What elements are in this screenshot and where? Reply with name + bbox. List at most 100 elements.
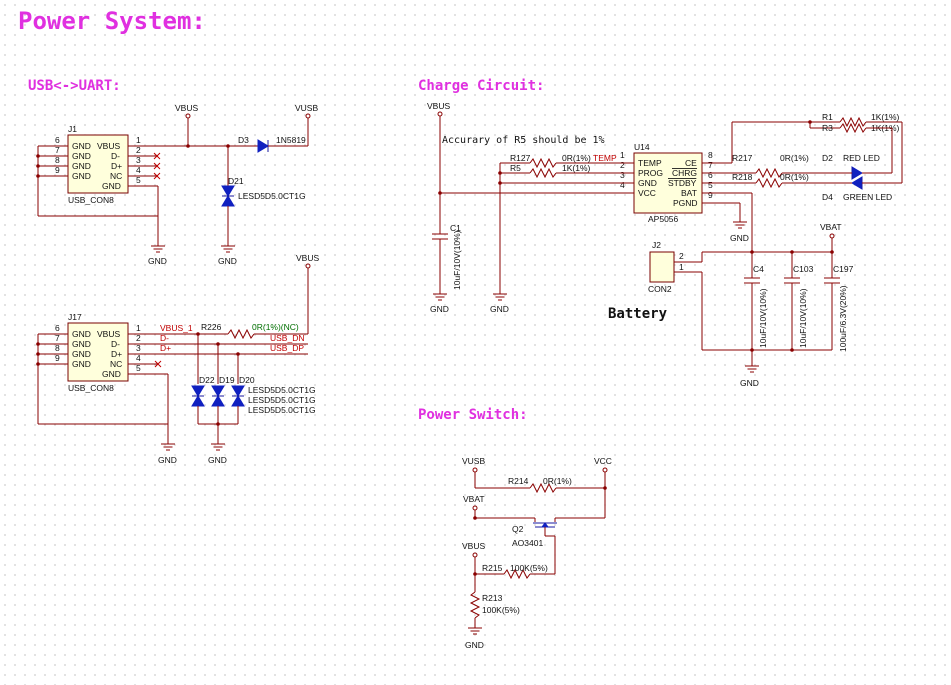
gnd-symbol-j1 — [150, 245, 166, 253]
j17-pin8: 8 — [55, 343, 60, 353]
j1-pin6: 6 — [55, 135, 60, 145]
u14-pin9: 9 — [708, 190, 713, 200]
j17-pin3: 3 — [136, 343, 141, 353]
tvs-diode-d20[interactable]: D20 — [231, 375, 255, 407]
q2-value: AO3401 — [512, 538, 543, 548]
r226-value: 0R(1%)(NC) — [252, 322, 299, 332]
gnd-symbol-battery — [744, 365, 760, 373]
capacitor-c103[interactable]: C103 10uF/10V(10%) — [784, 264, 814, 348]
r214-ref: R214 — [508, 476, 529, 486]
u14-label-stdby: STDBY — [668, 178, 697, 188]
j1-label-gnd7: GND — [72, 151, 91, 161]
tvs-diode-d19[interactable]: D19 — [211, 375, 235, 407]
d2-ref: D2 — [822, 153, 833, 163]
resistor-r218[interactable]: R218 0R(1%) — [732, 172, 809, 189]
tvs-diode-d21[interactable]: D21 LESD5D5.0CT1G — [221, 176, 306, 207]
d4-value: GREEN LED — [843, 192, 892, 202]
u14-label-prog: PROG — [638, 168, 663, 178]
gnd-label-battery: GND — [740, 378, 759, 388]
j2-pin2: 2 — [679, 251, 684, 261]
r213-ref: R213 — [482, 593, 503, 603]
u14-ref: U14 — [634, 142, 650, 152]
j1-pin3: 3 — [136, 155, 141, 165]
usb-connector-j17[interactable]: J17 6 7 8 9 GND GND GND GND VBUS D- D+ N… — [37, 312, 168, 425]
j17-pin9: 9 — [55, 353, 60, 363]
j1-label-gnd5: GND — [102, 181, 121, 191]
section-charge: Charge Circuit: — [418, 78, 544, 94]
vbus-label-switch: VBUS — [462, 541, 485, 551]
resistor-r215[interactable]: R215 100K(5%) — [482, 563, 548, 580]
no-connect-mark-j17 — [154, 360, 162, 368]
capacitor-c4[interactable]: C4 10uF/10V(10%) — [744, 264, 768, 348]
d3-value: 1N5819 — [276, 135, 306, 145]
led-d2-red[interactable]: D2 RED LED — [822, 153, 892, 180]
j17-label-gnd7: GND — [72, 339, 91, 349]
battery-connector-j2[interactable]: J2 2 1 CON2 — [648, 240, 684, 294]
j17-pin5: 5 — [136, 363, 141, 373]
j1-pin7: 7 — [55, 145, 60, 155]
r215-ref: R215 — [482, 563, 503, 573]
j17-label-gnd5: GND — [102, 369, 121, 379]
j17-label-gnd8: GND — [72, 349, 91, 359]
j2-name: CON2 — [648, 284, 672, 294]
j1-name: USB_CON8 — [68, 195, 114, 205]
battery-label: Battery — [608, 306, 668, 322]
d21-value: LESD5D5.0CT1G — [238, 191, 306, 201]
resistor-r226[interactable]: R226 0R(1%)(NC) — [201, 322, 299, 340]
capacitor-c1[interactable]: C1 10uF/10V(10%) — [432, 223, 462, 290]
schottky-diode-d3[interactable]: D3 1N5819 — [238, 135, 308, 153]
vbus-power-port-switch — [472, 552, 478, 558]
u14-pin3: 3 — [620, 170, 625, 180]
charger-ic-u14[interactable]: U14 TEMP PROG GND VCC CE CHRG STDBY BAT … — [620, 142, 713, 224]
resistor-r127[interactable]: R127 0R(1%) — [510, 153, 591, 169]
j17-body — [67, 322, 129, 382]
j2-ref: J2 — [652, 240, 661, 250]
vbat-power-port-switch — [472, 505, 478, 511]
j17-pin6: 6 — [55, 323, 60, 333]
net-usb-dn: USB_DN — [270, 333, 304, 343]
net-dp: D+ — [160, 343, 171, 353]
j17-label-dp: D+ — [111, 349, 122, 359]
j17-pin4: 4 — [136, 353, 141, 363]
d4-ref: D4 — [822, 192, 833, 202]
j1-pin5: 5 — [136, 175, 141, 185]
gnd-label-switch: GND — [465, 640, 484, 650]
c4-value: 10uF/10V(10%) — [758, 288, 768, 348]
r5-value: 1K(1%) — [562, 163, 591, 173]
pmos-transistor-q2[interactable]: Q2 AO3401 — [512, 518, 557, 548]
section-power-switch: Power Switch: — [418, 407, 528, 423]
gnd-symbol-c1 — [432, 293, 448, 301]
section-usb-uart: USB<->UART: — [28, 78, 121, 94]
r215-value: 100K(5%) — [510, 563, 548, 573]
r214-value: 0R(1%) — [543, 476, 572, 486]
resistor-r214[interactable]: R214 0R(1%) — [508, 476, 572, 494]
vbat-label-charge: VBAT — [820, 222, 842, 232]
resistor-r1[interactable]: R1 1K(1%) — [822, 112, 900, 128]
net-vbus1: VBUS_1 — [160, 323, 193, 333]
vusb-power-port-switch — [472, 467, 478, 473]
d19-ref: D19 — [219, 375, 235, 385]
net-usb-dp: USB_DP — [270, 343, 304, 353]
tvs-diode-d22[interactable]: D22 — [191, 375, 215, 407]
j2-body — [649, 251, 675, 283]
gnd-label-c1: GND — [430, 304, 449, 314]
u14-label-ce: CE — [685, 158, 697, 168]
j17-label-gnd9: GND — [72, 359, 91, 369]
u14-label-bat: BAT — [681, 188, 697, 198]
resistor-r5[interactable]: R5 1K(1%) — [510, 163, 591, 179]
gnd-symbol-tvs — [210, 443, 226, 451]
capacitor-c197[interactable]: C197 100uF/6.3V(20%) — [824, 264, 854, 352]
j1-pin9: 9 — [55, 165, 60, 175]
led-d4-green[interactable]: D4 GREEN LED — [822, 176, 902, 202]
usb-connector-j1[interactable]: J1 6 7 8 9 GND GND GND GND VBUS D- D+ NC… — [37, 124, 158, 217]
r218-value: 0R(1%) — [780, 172, 809, 182]
u14-pin8: 8 — [708, 150, 713, 160]
u14-name: AP5056 — [648, 214, 679, 224]
u14-pin5: 5 — [708, 180, 713, 190]
d2-value: RED LED — [843, 153, 880, 163]
resistor-r217[interactable]: R217 0R(1%) — [732, 153, 809, 179]
r218-ref: R218 — [732, 172, 753, 182]
resistor-r213[interactable]: R213 100K(5%) — [469, 591, 520, 619]
d20-ref: D20 — [239, 375, 255, 385]
gnd-symbol-pgnd — [732, 221, 748, 229]
